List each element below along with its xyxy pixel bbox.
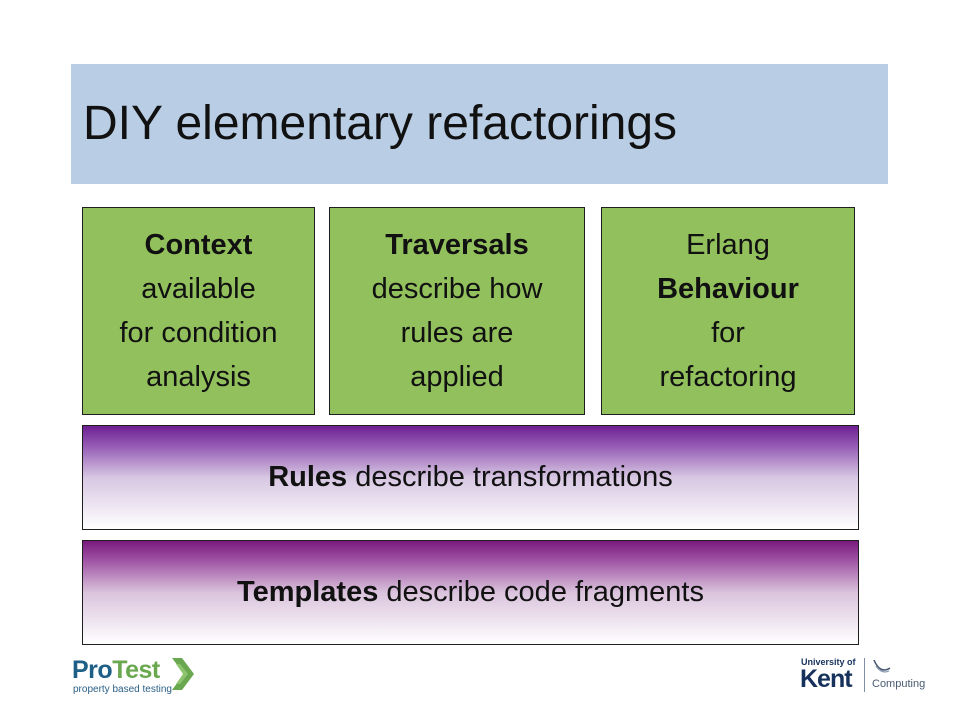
rules-layer-text: describe transformations [347,461,673,493]
context-box-line-1: Context [144,229,253,261]
traversals-box-line-3: rules are [400,317,514,349]
kent-university-text: University of [801,657,856,667]
kent-separator [864,658,865,692]
chevron-arrow-icon [172,658,194,690]
swoosh-icon [873,659,891,673]
behaviour-box-line-1: Erlang [686,229,770,261]
templates-layer: Templates describe code fragments [82,540,859,645]
kent-department-text: Computing [872,678,926,690]
context-box: Context available for condition analysis [82,207,315,415]
protest-wordmark: ProTest [72,656,160,685]
templates-layer-text: describe code fragments [378,576,704,608]
title-bar: DIY elementary refactorings [71,64,888,184]
behaviour-box-line-4: refactoring [659,361,797,393]
behaviour-box-line-3: for [711,317,745,349]
protest-test-text: Test [112,656,160,684]
kent-logo: University of Kent Computing [800,656,930,696]
slide-title: DIY elementary refactorings [83,97,678,150]
rules-layer: Rules describe transformations [82,425,859,530]
behaviour-box: Erlang Behaviour for refactoring [601,207,855,415]
traversals-box-line-1: Traversals [385,229,529,261]
protest-logo: ProTest property based testing [72,656,202,696]
templates-layer-keyword: Templates [237,576,379,608]
traversals-box-line-2: describe how [371,273,543,305]
behaviour-box-line-2: Behaviour [657,273,799,305]
rules-layer-keyword: Rules [268,461,348,493]
protest-tagline: property based testing [73,684,172,695]
traversals-box: Traversals describe how rules are applie… [329,207,585,415]
protest-pro-text: Pro [72,656,113,684]
kent-name-text: Kent [800,665,853,693]
context-box-line-2: available [141,273,256,305]
context-box-line-4: analysis [146,361,251,393]
traversals-box-line-4: applied [410,361,504,393]
context-box-line-3: for condition [119,317,278,349]
